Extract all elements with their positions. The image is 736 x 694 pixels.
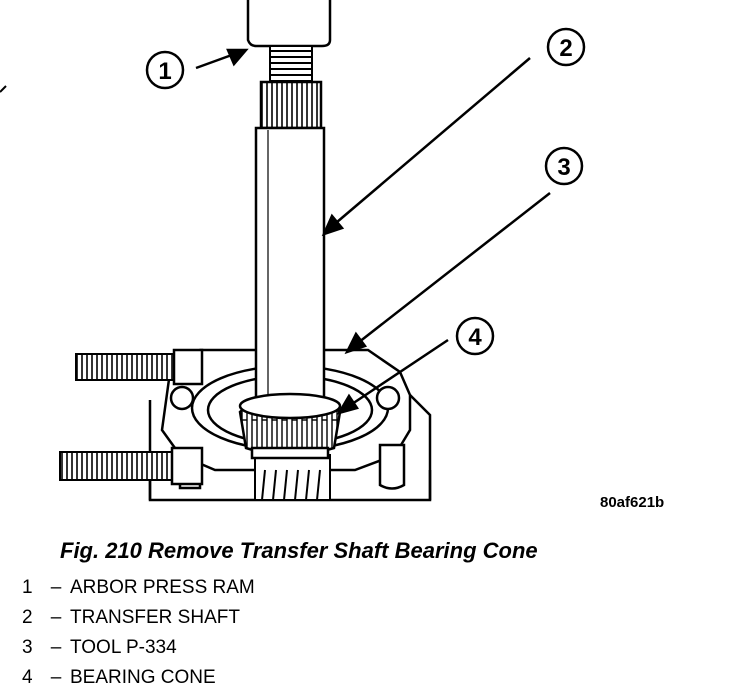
legend-item-number: 4 xyxy=(22,667,33,688)
transfer-shaft xyxy=(254,126,326,410)
legend-item-text: TRANSFER SHAFT xyxy=(70,607,240,628)
callout-4-label: 4 xyxy=(468,324,482,351)
callout-4: 4 xyxy=(336,316,495,416)
legend-item-dash: – xyxy=(50,667,62,688)
callout-1: 1 xyxy=(145,48,249,90)
ram-threaded-stud xyxy=(269,45,313,85)
callout-3-label: 3 xyxy=(557,154,570,181)
legend-item-text: TOOL P-334 xyxy=(70,637,177,658)
shaft-knurled-collar xyxy=(259,80,323,130)
callout-3: 3 xyxy=(344,146,584,355)
figure-caption: Fig. 210 Remove Transfer Shaft Bearing C… xyxy=(60,538,538,563)
edge-tick-mark xyxy=(0,85,7,93)
legend-item-3: 3–TOOL P-334 xyxy=(22,633,255,663)
bearing-cone xyxy=(238,392,342,460)
legend-list: 1–ARBOR PRESS RAM 2–TRANSFER SHAFT 3–TOO… xyxy=(22,573,255,693)
arbor-press-ram xyxy=(246,0,332,48)
legend-item-4: 4–BEARING CONE xyxy=(22,663,255,693)
threaded-rod-upper xyxy=(75,353,175,381)
legend-item-number: 2 xyxy=(22,607,33,628)
legend-item-text: BEARING CONE xyxy=(70,667,216,688)
legend-item-1: 1–ARBOR PRESS RAM xyxy=(22,573,255,603)
figure-code: 80af621b xyxy=(600,494,665,511)
callout-1-label: 1 xyxy=(158,58,171,85)
legend-item-2: 2–TRANSFER SHAFT xyxy=(22,603,255,633)
callout-2-label: 2 xyxy=(559,35,572,62)
legend-item-number: 1 xyxy=(22,577,33,598)
legend-item-number: 3 xyxy=(22,637,33,658)
legend-item-dash: – xyxy=(50,637,62,658)
bearing-removal-illustration: 1 2 3 4 xyxy=(0,0,586,502)
threaded-rod-lower xyxy=(59,451,173,481)
rod-lower-nut xyxy=(170,446,204,486)
legend-item-text: ARBOR PRESS RAM xyxy=(70,577,255,598)
callout-2: 2 xyxy=(321,27,586,237)
legend-item-dash: – xyxy=(50,577,62,598)
legend-item-dash: – xyxy=(50,607,62,628)
rod-upper-nut xyxy=(172,348,204,386)
gear-below xyxy=(254,454,331,501)
